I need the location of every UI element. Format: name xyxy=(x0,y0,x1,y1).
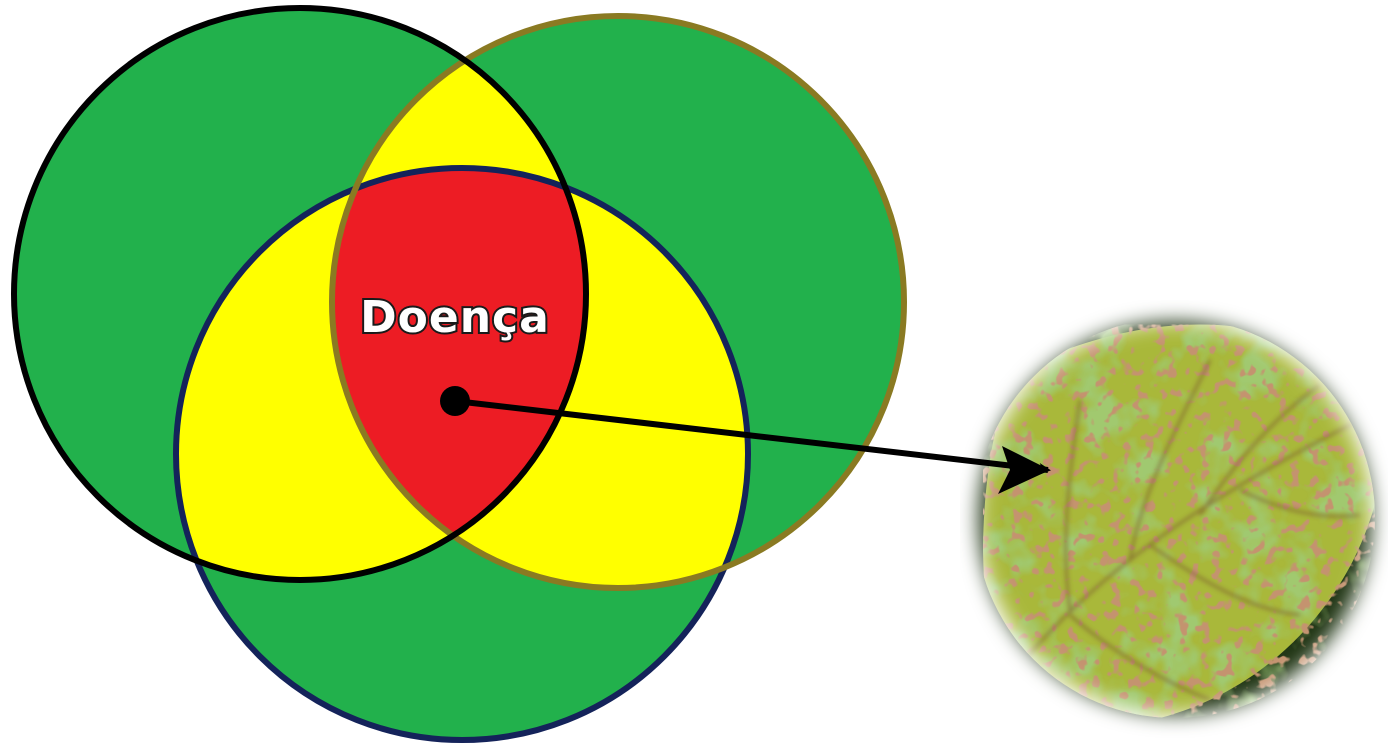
center-label: Doença xyxy=(360,292,550,343)
diseased-leaf-photo xyxy=(960,300,1388,740)
